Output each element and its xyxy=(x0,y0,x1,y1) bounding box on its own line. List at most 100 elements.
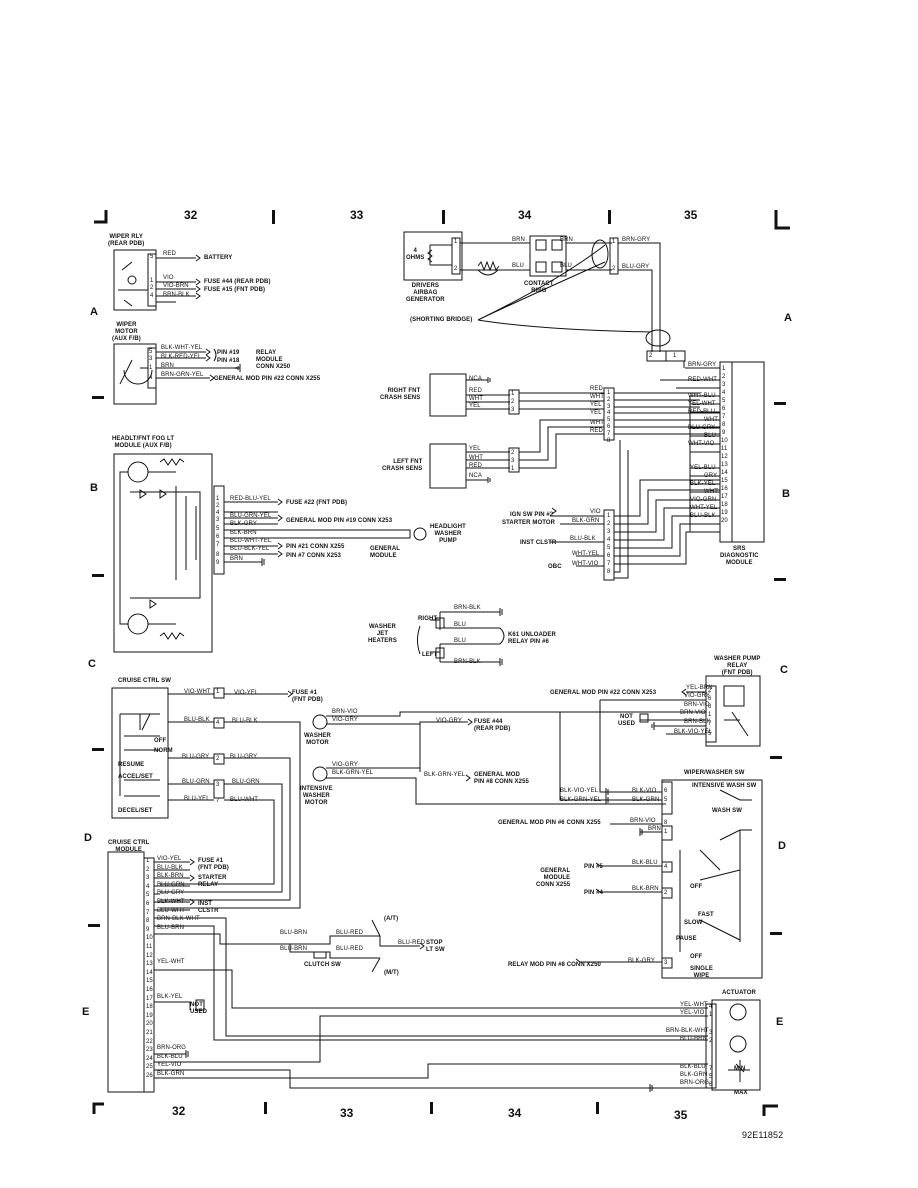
wiper-rly-pin: 4 xyxy=(150,293,154,299)
wire-color: BLK-VIO-YEL xyxy=(674,729,713,735)
wire-color: VIO-BRN xyxy=(163,283,189,289)
cruise-module-pin: 17 xyxy=(146,995,153,1002)
wire-color: BLK-GRN xyxy=(632,797,660,803)
wire-color: BRN xyxy=(230,556,243,562)
wire-color: RED xyxy=(590,386,603,392)
pin: 8 xyxy=(607,438,611,444)
pin: 4 xyxy=(664,864,668,870)
position-label: RESUME xyxy=(118,762,145,768)
position-label: ACCEL/SET xyxy=(118,774,153,780)
cruise-module-pin: 11 xyxy=(146,944,153,950)
wire-color: BLK-GRN-YEL xyxy=(332,770,374,776)
row-label-b-right: B xyxy=(782,488,790,500)
wire-color: BLK-GRN xyxy=(157,1071,185,1077)
pin: 8 xyxy=(607,569,611,575)
wire-color: BLK-RED-YEL xyxy=(161,354,202,360)
wire-color: YEL-VIO xyxy=(680,1010,705,1016)
cruise-module-pin: 2 xyxy=(146,866,150,873)
wire-color: YEL-WHT xyxy=(680,1002,708,1008)
col-label-32-top: 32 xyxy=(184,208,198,222)
pin: 9 xyxy=(216,560,220,566)
pin: 10 xyxy=(721,438,728,444)
pin: 3 xyxy=(149,356,153,362)
wire-color: BRN-VIO xyxy=(630,818,656,824)
wire-color: BLK-YEL xyxy=(157,993,183,1000)
headlt-module-box xyxy=(113,453,213,653)
wire-color: BLU-WHT xyxy=(157,907,186,914)
input-label: PIN #5 xyxy=(584,864,603,870)
wire-color: RED-WHT xyxy=(688,377,718,383)
wire-dest: INST CLSTR xyxy=(198,901,219,914)
wire-color: BRN-GRN-YEL xyxy=(161,372,204,378)
cruise-module-pin: 21 xyxy=(146,1030,153,1036)
wire-color: BLU-GRN xyxy=(157,881,185,888)
pin: 5 xyxy=(607,417,611,423)
pin: 19 xyxy=(721,510,728,516)
wire-color: RED-BLU xyxy=(688,409,716,415)
wire-dest: NOT USED xyxy=(190,1001,208,1015)
washer-jet-title: WASHER JET HEATERS xyxy=(368,624,397,644)
wire-color: BLU-BLK xyxy=(570,536,596,542)
pin: 5 xyxy=(607,545,611,551)
pin: 2 xyxy=(607,521,611,527)
cruise-sw-box xyxy=(111,687,169,819)
actuator-title: ACTUATOR xyxy=(722,990,756,996)
pin-label: NCA xyxy=(469,376,482,382)
position-label: PAUSE xyxy=(676,936,697,942)
stop-lt-label: STOP LT SW xyxy=(426,940,445,953)
cruise-module-pin: 9 xyxy=(146,926,150,933)
wire-color: BLU-WHT-YEL xyxy=(230,538,272,544)
pin: 6 xyxy=(216,534,220,540)
wiper-motor-title: WIPER MOTOR (AUX F/B) xyxy=(112,322,141,342)
pin: 3 xyxy=(607,404,611,410)
pin: 1 xyxy=(149,365,153,371)
pin: 3 xyxy=(722,382,726,388)
wire-color: YEL-BRN xyxy=(686,685,713,691)
wire-color: BLU-RED xyxy=(336,946,364,952)
contact-ring-box xyxy=(529,235,567,277)
wire-color: BRN-BLK xyxy=(454,659,481,665)
wire-color: RED xyxy=(590,428,603,434)
wire-color: BLK-BRN xyxy=(230,530,257,536)
wire-color: BRN xyxy=(512,237,525,243)
wire-color: BLK-VIO-YEL xyxy=(560,788,599,794)
wire-color: YEL xyxy=(590,410,602,416)
pin: 2 xyxy=(607,397,611,403)
cruise-module-pin: 22 xyxy=(146,1038,153,1045)
row-label-a-left: A xyxy=(90,306,98,318)
wire-color: BLU-BLK xyxy=(157,864,183,871)
pin: 6 xyxy=(607,553,611,559)
pin: 17 xyxy=(721,494,728,500)
position-label: OFF xyxy=(690,884,703,890)
wire-color: BRN-VIO xyxy=(680,710,706,716)
intensive-motor-title: INTENSIVE WASHER MOTOR xyxy=(300,786,333,806)
cruise-module-pin: 19 xyxy=(146,1012,153,1019)
wire-dest: PIN #19 xyxy=(217,350,240,356)
pin: 1 xyxy=(216,689,220,695)
wire-color: VIO-GRN xyxy=(690,497,717,503)
wire-color: WHT-VIO xyxy=(572,561,599,567)
cruise-module-pin: 13 xyxy=(146,961,153,968)
contact-ring-connector xyxy=(609,237,619,275)
wiper-general-module: GENERAL MODULE CONN X255 xyxy=(536,868,571,888)
wire-color: BLU-GRY xyxy=(622,264,650,270)
wire-color: BLU-BRN xyxy=(680,1036,708,1042)
pin: 3 xyxy=(607,529,611,535)
wire-color: BLK-GRY xyxy=(628,958,655,964)
pin: 11 xyxy=(721,446,728,452)
pin: 8 xyxy=(216,552,220,558)
wire-color: VIO xyxy=(163,275,174,281)
wire-color: BRN-ORG xyxy=(680,1080,710,1086)
wire-color: BLU-GRY xyxy=(182,754,210,760)
wire-color: BLU-GRY xyxy=(157,890,185,897)
right-crash-box xyxy=(429,373,467,417)
row-label-b-left: B xyxy=(90,482,98,494)
position-label: NORM xyxy=(154,748,173,754)
wire-dest: FUSE #1 (FNT PDB) xyxy=(198,858,229,871)
wire-color: BRN-BLK-WHT xyxy=(666,1028,709,1034)
cruise-module-pin: 7 xyxy=(146,909,150,916)
wire-color: BLU-BRN xyxy=(280,946,308,952)
cruise-module-pin: 25 xyxy=(146,1064,153,1071)
pin: 7 xyxy=(722,414,726,420)
wire-color: BLK-GRN xyxy=(572,518,600,524)
